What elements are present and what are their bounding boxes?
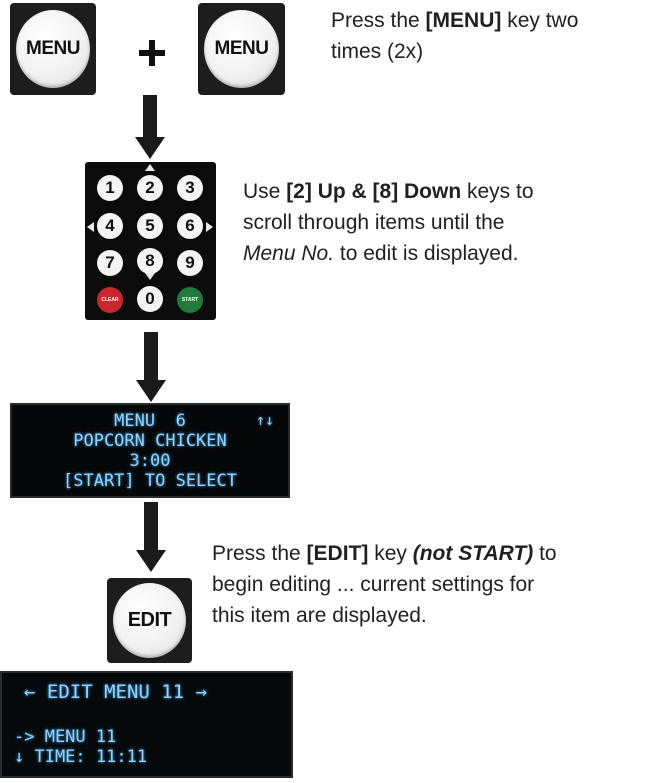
keypad-key-9: 9 — [177, 250, 203, 276]
lcd-edit-line-3: ↓ TIME: 11:11 — [14, 747, 148, 767]
step1-text-line2: times (2x) — [331, 40, 424, 63]
step2-text-pre: Use — [243, 180, 287, 203]
menu-key-label: MENU — [214, 38, 269, 59]
step4-text-pre: Press the — [212, 542, 307, 565]
step1-text-post: key two — [501, 9, 579, 32]
lcd-line-3: 3:00 — [129, 451, 171, 471]
edit-key-label: EDIT — [127, 609, 172, 631]
down-arrow-icon — [135, 95, 165, 159]
keypad-photo: 1 2 3 4 5 6 7 8 9 CLEAR 0 START — [85, 162, 216, 320]
step4-text-bold: [EDIT] — [306, 542, 369, 565]
step1-text-pre: Press the — [331, 9, 426, 32]
keypad-key-7: 7 — [97, 250, 123, 276]
up-indicator-icon — [145, 164, 155, 171]
left-indicator-icon — [87, 222, 94, 232]
step1-instruction: Press the [MENU] key two times (2x) — [331, 5, 651, 67]
lcd-menu-display: MENU 6 ↑↓ POPCORN CHICKEN 3:00 [START] T… — [10, 403, 290, 498]
lcd-edit-line-1: ← EDIT MENU 11 → — [24, 681, 208, 703]
step2-text-bold: [2] Up & [8] Down — [286, 180, 462, 203]
step4-instruction: Press the [EDIT] key (not START) to begi… — [212, 538, 652, 631]
edit-key: EDIT — [113, 583, 186, 658]
step4-text-post: to — [533, 542, 557, 565]
lcd-line-4: [START] TO SELECT — [63, 471, 237, 491]
menu-key-photo-right: MENU — [198, 3, 285, 95]
keypad-key-clear: CLEAR — [97, 287, 123, 313]
lcd-edit-line-2: -> MENU 11 — [14, 727, 117, 747]
keypad-key-5: 5 — [137, 213, 163, 239]
step2-text-line2: scroll through items until the — [243, 211, 505, 234]
keypad-key-6: 6 — [177, 213, 203, 239]
keypad-key-start: START — [177, 287, 203, 313]
step2-text-line3: to edit is displayed. — [334, 242, 519, 265]
menu-key: MENU — [204, 10, 279, 88]
lcd-line-2: POPCORN CHICKEN — [73, 431, 227, 451]
right-indicator-icon — [206, 222, 213, 232]
menu-key-label: MENU — [26, 38, 80, 59]
step2-instruction: Use [2] Up & [8] Down keys to scroll thr… — [243, 176, 643, 269]
keypad-key-3: 3 — [177, 175, 203, 201]
lcd-edit-display: ← EDIT MENU 11 → -> MENU 11 ↓ TIME: 11:1… — [0, 671, 293, 778]
menu-key-photo-left: MENU — [10, 3, 96, 95]
lcd-line-1: MENU 6 — [114, 411, 186, 431]
step4-text-bold-italic: (not START) — [412, 542, 534, 565]
step4-text-line3: this item are displayed. — [212, 604, 427, 627]
menu-key: MENU — [16, 10, 90, 88]
keypad-key-4: 4 — [97, 213, 123, 239]
keypad-key-0: 0 — [137, 286, 163, 312]
keypad-key-1: 1 — [97, 175, 123, 201]
keypad-key-2: 2 — [137, 175, 163, 201]
step4-text-mid: key — [368, 542, 413, 565]
keypad-key-8: 8 — [137, 248, 163, 274]
down-arrow-icon — [136, 502, 166, 572]
down-arrow-icon — [136, 332, 166, 402]
down-indicator-icon — [145, 273, 155, 280]
step2-text-post: keys to — [461, 180, 534, 203]
step2-text-italic: Menu No. — [243, 242, 335, 265]
edit-key-photo: EDIT — [107, 578, 192, 663]
plus-icon — [139, 40, 165, 66]
lcd-updown-arrows: ↑↓ — [255, 411, 274, 429]
step4-text-line2: begin editing ... current settings for — [212, 573, 535, 596]
step1-text-bold: [MENU] — [425, 9, 502, 32]
